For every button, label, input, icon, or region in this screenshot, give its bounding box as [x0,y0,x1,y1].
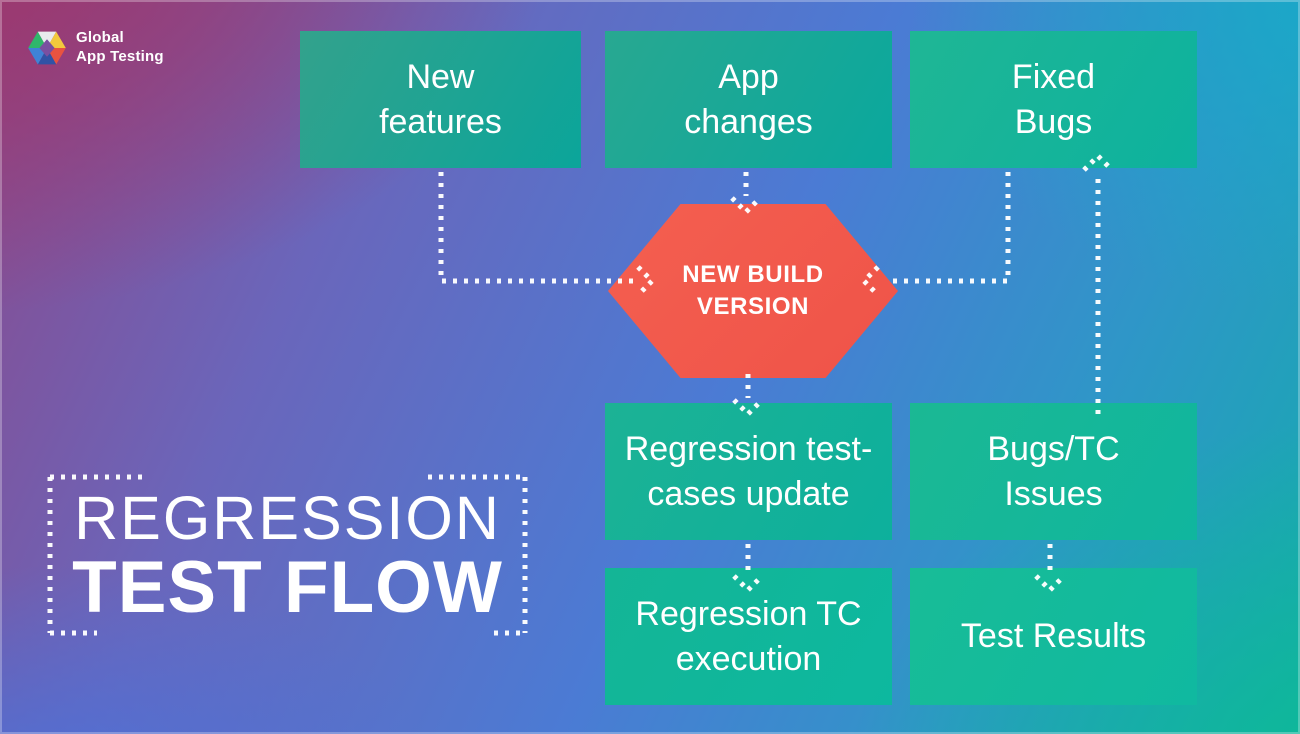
node-label: New features [379,58,502,141]
node-regression-test-cases-update: Regression test- cases update [605,403,892,540]
node-label: Regression test- cases update [624,430,873,513]
gat-hexagon-logo-icon [27,28,67,68]
page-title-line2: TEST FLOW [72,547,503,629]
logo-wordmark: Global App Testing [76,29,164,67]
node-fixed-bugs: Fixed Bugs [910,31,1197,168]
node-label: Regression TC execution [635,595,862,678]
logo-line1: Global [76,29,124,47]
logo-line2: App Testing [76,48,164,65]
node-label: NEW BUILD VERSION [682,260,824,320]
page-title: REGRESSION TEST FLOW [50,472,525,638]
page-title-line1: REGRESSION [74,483,501,552]
node-test-results: Test Results [910,568,1197,705]
node-label: Test Results [960,617,1147,656]
node-label: Fixed Bugs [1011,58,1096,141]
node-label: App changes [684,58,813,141]
node-bugs-tc-issues: Bugs/TC Issues [910,403,1197,540]
global-app-testing-logo: Global App Testing [27,28,164,68]
node-regression-tc-execution: Regression TC execution [605,568,892,705]
node-new-features: New features [300,31,581,168]
node-app-changes: App changes [605,31,892,168]
node-label: Bugs/TC Issues [987,430,1120,513]
